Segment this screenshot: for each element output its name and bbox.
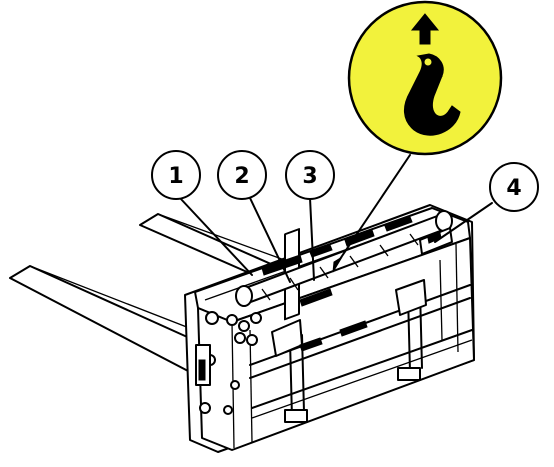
- callout-3: 3: [285, 150, 335, 200]
- leader-lines: [179, 154, 493, 283]
- left-side-hardware: [195, 311, 262, 415]
- left-fork: [9, 265, 216, 373]
- callout-4-label: 4: [506, 176, 521, 201]
- up-arrow-icon: [410, 13, 440, 45]
- callout-4: 4: [489, 162, 539, 212]
- lifting-hook-icon: [404, 53, 461, 136]
- carriage-frame: [184, 204, 475, 453]
- lift-point-badge: [347, 0, 503, 156]
- callout-2-label: 2: [234, 164, 249, 189]
- callout-1: 1: [151, 150, 201, 200]
- callout-1-label: 1: [168, 164, 183, 189]
- callout-2: 2: [217, 150, 267, 200]
- callout-3-label: 3: [302, 164, 317, 189]
